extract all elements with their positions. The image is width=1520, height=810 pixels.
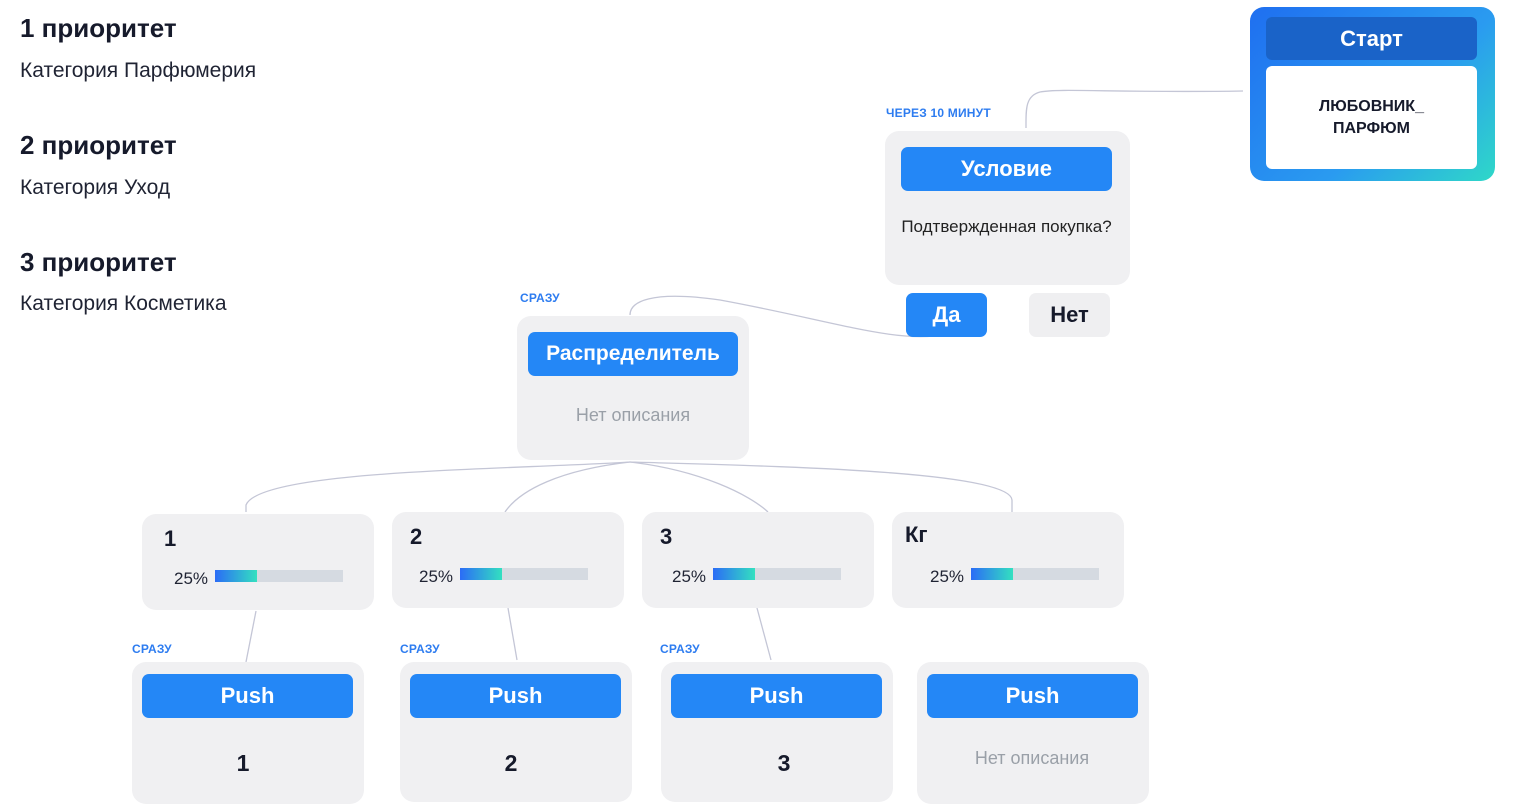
push-text: 2 (504, 750, 518, 776)
connector-distributor-split-1 (245, 461, 631, 512)
push-node-1[interactable]: Push 1 (132, 662, 364, 804)
priority-3-text: Категория Косметика (20, 292, 227, 315)
yes-button[interactable]: Да (906, 293, 987, 337)
split-node-2[interactable]: 2 25% (392, 512, 624, 608)
push-2-delay-label: СРАЗУ (400, 642, 440, 656)
split-title: 3 (660, 524, 673, 549)
condition-node[interactable]: Условие Подтвержденная покупка? (885, 131, 1130, 285)
split-node-3[interactable]: 3 25% (642, 512, 874, 608)
split-percent: 25% (174, 569, 209, 588)
distributor-delay-label: СРАЗУ (520, 291, 560, 305)
push-header: Push (142, 674, 353, 718)
split-title: Кг (905, 522, 928, 547)
split-progress-bar (971, 568, 1099, 580)
split-title: 1 (164, 526, 177, 551)
start-body: ЛЮБОВНИК_ ПАРФЮМ (1266, 66, 1477, 169)
priority-1-title: 1 приоритет (20, 13, 177, 43)
push-node-4[interactable]: Push Нет описания (917, 662, 1149, 804)
push-node-3[interactable]: Push 3 (661, 662, 893, 802)
push-header: Push (410, 674, 621, 718)
start-node[interactable]: Старт ЛЮБОВНИК_ ПАРФЮМ (1250, 7, 1495, 181)
start-body-text: ЛЮБОВНИК_ ПАРФЮМ (1319, 97, 1424, 137)
start-header: Старт (1266, 17, 1477, 60)
connector-start-condition (1025, 89, 1244, 129)
split-progress-bar (713, 568, 841, 580)
priority-1-text: Категория Парфюмерия (20, 59, 257, 82)
connector-split-2-push (507, 607, 518, 661)
priority-2-title: 2 приоритет (20, 130, 177, 160)
priority-3-title: 3 приоритет (20, 247, 177, 277)
distributor-text: Нет описания (575, 405, 691, 425)
condition-text: Подтвержденная покупка? (901, 217, 1112, 236)
push-1-delay-label: СРАЗУ (132, 642, 172, 656)
push-text: Нет описания (974, 748, 1090, 768)
split-percent: 25% (419, 567, 454, 586)
condition-header: Условие (901, 147, 1112, 191)
split-node-1[interactable]: 1 25% (142, 514, 374, 610)
distributor-header: Распределитель (528, 332, 738, 376)
split-progress-bar (460, 568, 588, 580)
push-header: Push (927, 674, 1138, 718)
split-percent: 25% (930, 567, 965, 586)
push-3-delay-label: СРАЗУ (660, 642, 700, 656)
connector-distributor-split-4 (629, 461, 1013, 512)
split-title: 2 (410, 524, 423, 549)
connector-split-3-push (756, 607, 772, 661)
push-header: Push (671, 674, 882, 718)
push-text: 1 (236, 750, 250, 776)
split-percent: 25% (672, 567, 707, 586)
split-progress-fill (215, 570, 258, 582)
connector-distributor-split-3 (629, 461, 769, 513)
split-node-4[interactable]: Кг 25% (892, 512, 1124, 608)
condition-delay-label: ЧЕРЕЗ 10 МИНУТ (886, 106, 991, 120)
priority-2-text: Категория Уход (20, 176, 171, 199)
split-progress-fill (460, 568, 503, 580)
split-progress-fill (713, 568, 756, 580)
push-node-2[interactable]: Push 2 (400, 662, 632, 802)
push-text: 3 (777, 750, 791, 776)
connector-yes-distributor (629, 295, 947, 338)
split-progress-bar (215, 570, 343, 582)
connector-split-1-push (245, 610, 257, 663)
connector-distributor-split-2 (504, 461, 631, 513)
distributor-node[interactable]: Распределитель Нет описания (517, 316, 749, 460)
no-button[interactable]: Нет (1029, 293, 1110, 337)
split-progress-fill (971, 568, 1014, 580)
